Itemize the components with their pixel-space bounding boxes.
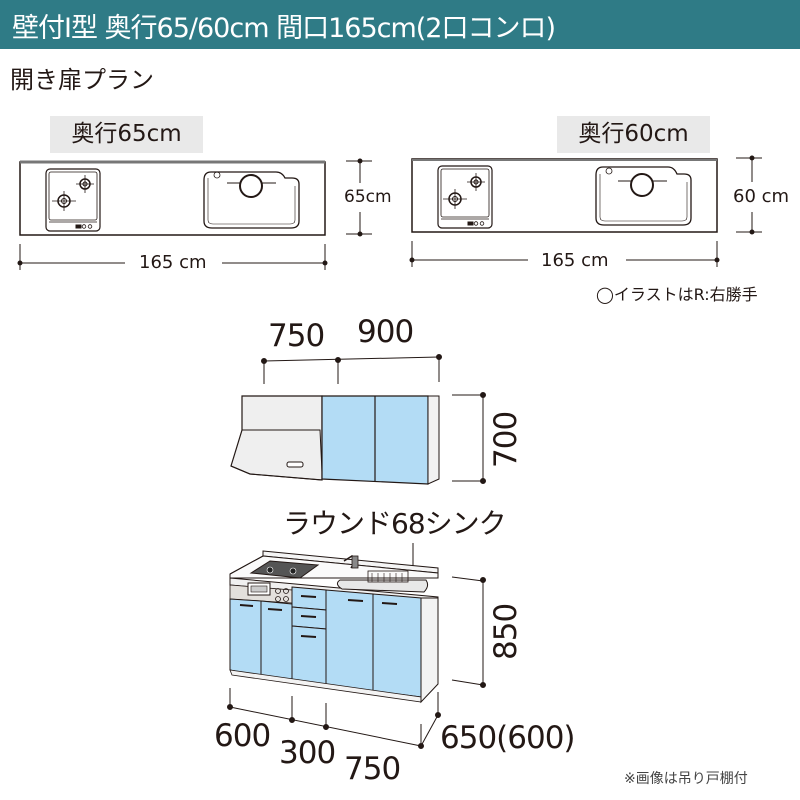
wall-cabinet-drawing <box>230 354 486 485</box>
stove-top-icon <box>45 168 101 232</box>
stove-top-icon <box>437 165 493 229</box>
wall-cabinet-height-700: 700 <box>488 411 524 468</box>
plan-type-heading: 開き扉プラン <box>10 66 154 94</box>
base-cabinet-drawing <box>227 543 486 749</box>
base-width-750: 750 <box>344 751 401 787</box>
countertop-plan-60 <box>409 155 762 267</box>
sink-label: ラウンド68シンク <box>283 507 507 540</box>
illustration-note: ◯イラストはR:右勝手 <box>596 285 758 304</box>
page-title: 壁付I型 奥行65/60cm 間口165cm(2口コンロ) <box>12 13 556 44</box>
footer-note: ※画像は吊り戸棚付 <box>624 771 748 787</box>
base-depth-dimension: 650(600) <box>440 720 576 756</box>
base-cabinet-height-850: 850 <box>488 603 524 660</box>
depth-label-60: 奥行60cm <box>557 116 710 153</box>
depth-label-65: 奥行65cm <box>50 116 203 153</box>
depth-dimension-60: 60 cm <box>733 186 790 207</box>
depth-dimension-65: 65cm <box>344 187 392 207</box>
wall-cabinet-width-750: 750 <box>268 318 325 354</box>
width-dimension-plan-65: 165 cm <box>139 252 207 273</box>
width-dimension-plan-60: 165 cm <box>541 250 609 271</box>
base-width-600: 600 <box>214 718 271 754</box>
wall-cabinet-width-900: 900 <box>357 314 414 350</box>
base-width-300: 300 <box>279 735 336 771</box>
sink-top-icon <box>595 166 692 226</box>
sink-top-icon <box>203 171 300 229</box>
countertop-plan-65 <box>17 158 372 270</box>
title-banner: 壁付I型 奥行65/60cm 間口165cm(2口コンロ) <box>0 0 800 49</box>
